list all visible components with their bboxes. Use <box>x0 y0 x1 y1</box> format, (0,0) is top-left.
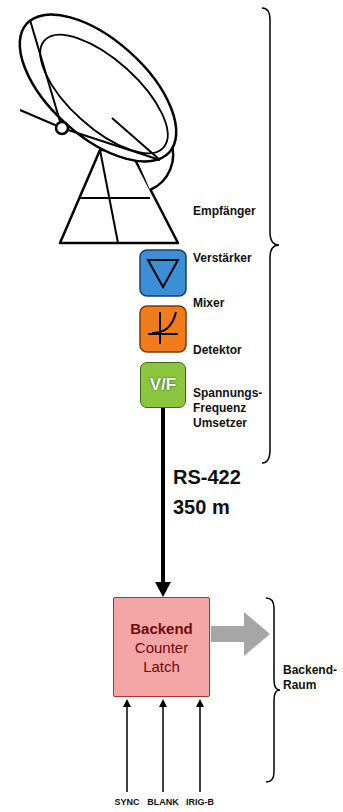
signal-cable <box>155 408 171 597</box>
backend-parts: Counter Latch <box>126 638 198 676</box>
signal-name: BLANK <box>147 797 179 808</box>
room-label: Backend-Raum <box>283 663 339 693</box>
detector-symbol <box>140 306 186 352</box>
output-arrow <box>211 612 270 656</box>
backend-title: Backend <box>130 619 193 638</box>
cable-label: RS-422 350 m <box>173 462 253 522</box>
stage-label: Spannungs- Frequenz Umsetzer <box>193 386 267 431</box>
converter-box: V/F <box>140 362 186 408</box>
stage-label: Verstärker <box>193 251 252 266</box>
dish-antenna <box>0 0 201 243</box>
signal-name: SYNC <box>114 797 139 808</box>
room-bracket <box>266 598 280 782</box>
group-brace <box>262 8 279 463</box>
stage-label: Detektor <box>193 343 242 358</box>
amplifier-symbol <box>140 250 186 296</box>
signal-name: IRIG-B <box>186 797 214 808</box>
signal-arrows <box>123 699 204 792</box>
stage-label: Mixer <box>193 296 224 311</box>
backend-box: BackendCounter Latch <box>113 597 210 697</box>
converter-name: V/F <box>150 375 176 395</box>
stage-label: Empfänger <box>193 204 256 219</box>
